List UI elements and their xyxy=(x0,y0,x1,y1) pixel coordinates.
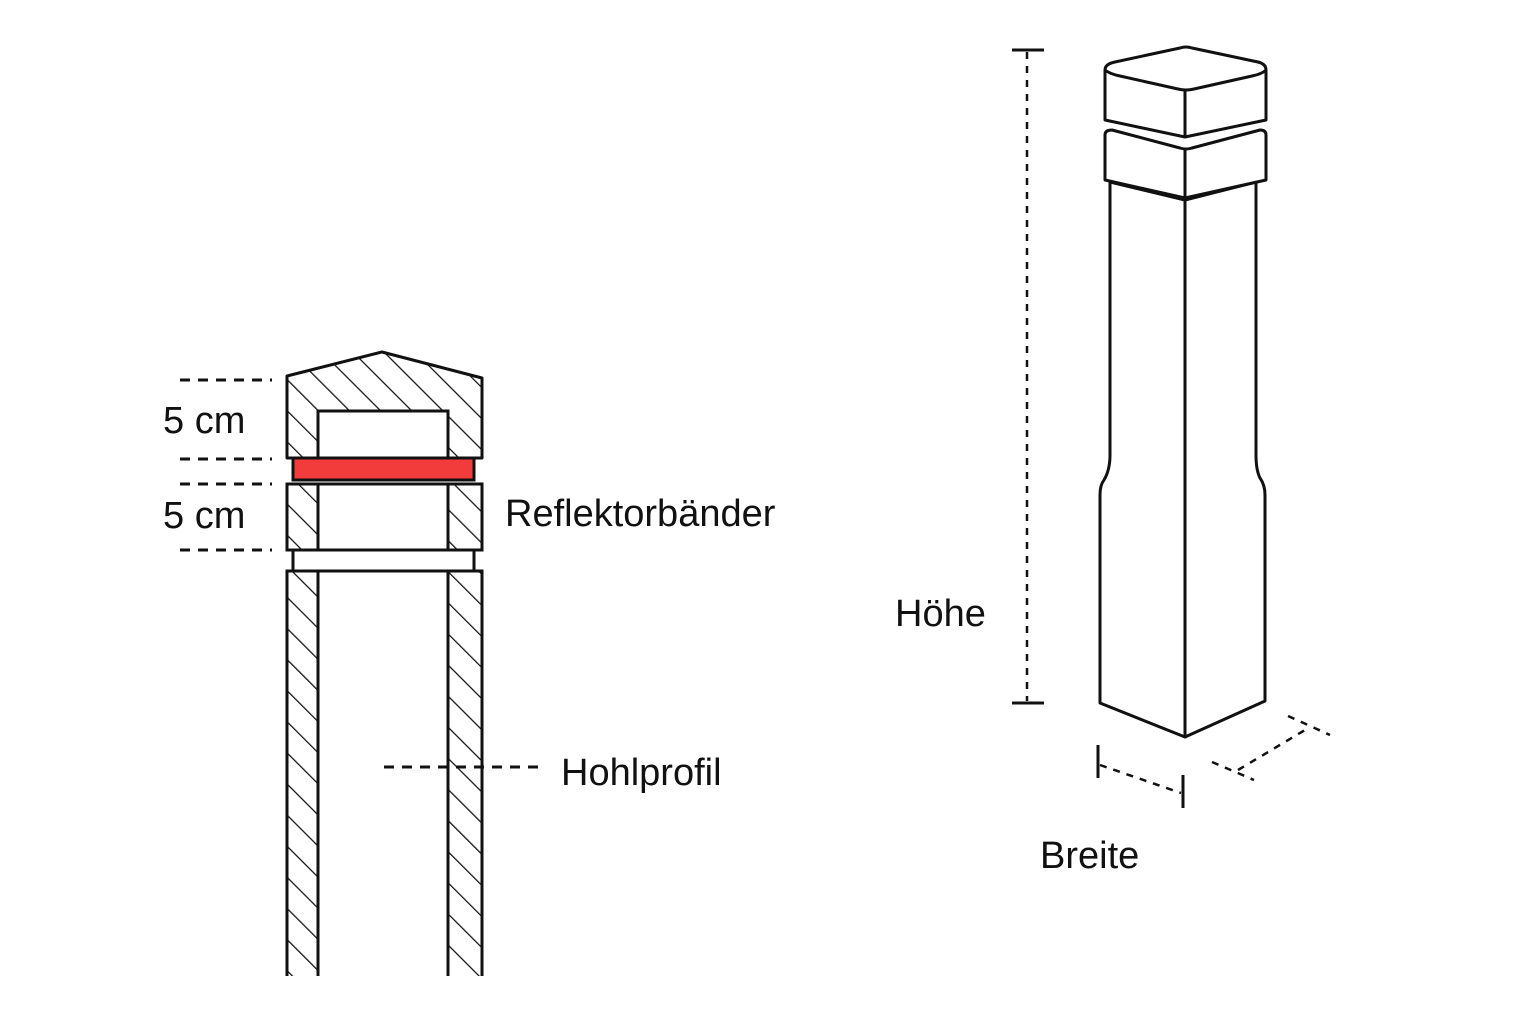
depth-tick-back xyxy=(1287,714,1331,737)
body-right-face xyxy=(1183,180,1267,739)
width-dimension-line xyxy=(1099,763,1182,795)
height-label: Höhe xyxy=(895,593,986,635)
bollard-3d: Höhe Breite xyxy=(895,45,1331,877)
groove-ring xyxy=(291,548,476,573)
profile-wall-right xyxy=(446,569,484,976)
width-label: Breite xyxy=(1040,835,1139,877)
reflector-bands-label: Reflektorbänder xyxy=(505,493,776,535)
cap-cavity xyxy=(316,409,450,460)
section-drawing: 5 cm 5 cm Reflektorbänder Hohlprofil xyxy=(163,350,776,976)
body-left-face xyxy=(1098,180,1187,739)
band-wall-right xyxy=(446,482,484,552)
band-cavity xyxy=(316,482,450,552)
cap-height-label: 5 cm xyxy=(163,400,245,442)
depth-dimension-line xyxy=(1237,725,1311,772)
reflector-band xyxy=(291,456,476,482)
profile-wall-left xyxy=(285,569,320,976)
band-height-label: 5 cm xyxy=(163,495,245,537)
depth-tick-front xyxy=(1211,760,1255,782)
band-wall-left xyxy=(285,482,320,552)
hollow-profile-label: Hohlprofil xyxy=(561,752,722,794)
